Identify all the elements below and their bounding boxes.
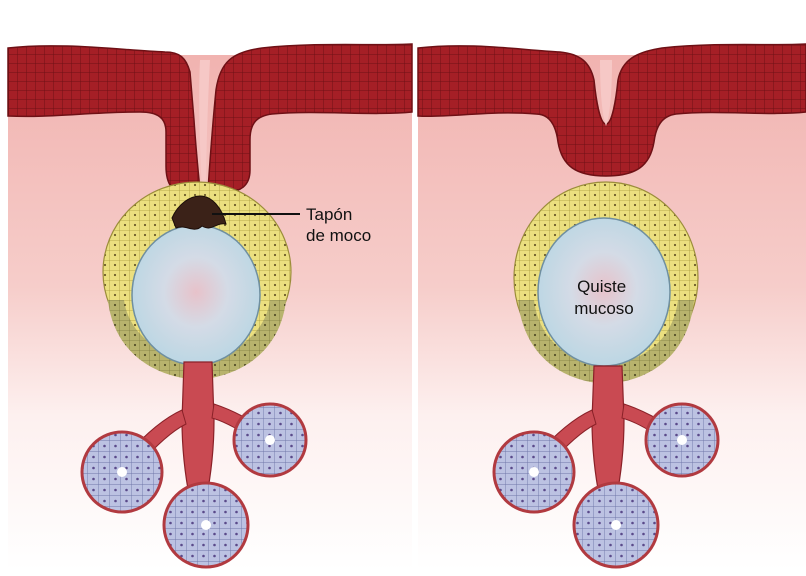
lower-duct bbox=[592, 366, 624, 500]
acinus-lumen bbox=[529, 467, 539, 477]
retained-mucus bbox=[132, 225, 260, 365]
acinus-lumen bbox=[265, 435, 275, 445]
right-panel: Quiste mucoso bbox=[418, 44, 806, 570]
acinus-lumen bbox=[201, 520, 211, 530]
left-panel: Tapón de moco bbox=[8, 44, 412, 570]
acinus-lumen bbox=[611, 520, 621, 530]
acinus-lumen bbox=[117, 467, 127, 477]
acinus-lumen bbox=[677, 435, 687, 445]
lower-duct bbox=[182, 362, 214, 500]
